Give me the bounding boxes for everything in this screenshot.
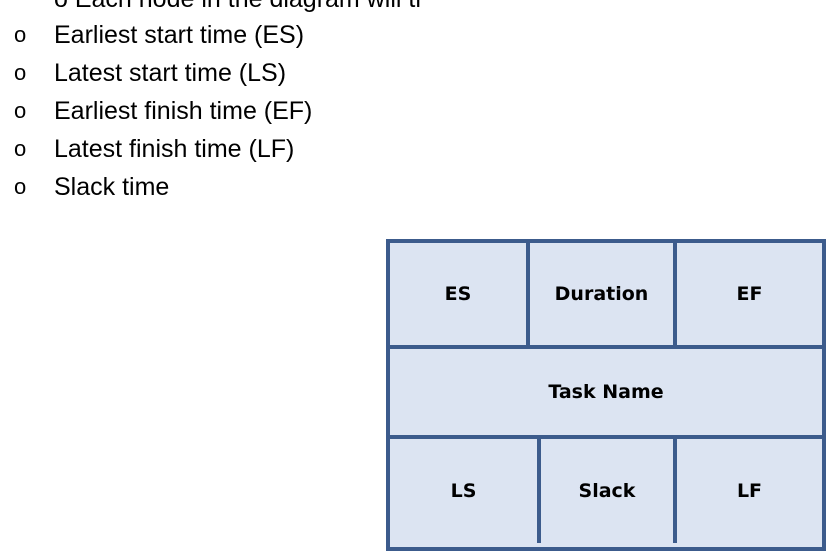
circle-bullet-icon: o	[14, 98, 27, 123]
node-cell-duration: Duration	[530, 243, 677, 345]
list-item: o Slack time	[14, 168, 312, 206]
list-item-text: Latest finish time (LF)	[54, 134, 295, 163]
list-item: o Earliest finish time (EF)	[14, 92, 312, 130]
heading-clip: o Each node in the diagram will then giv…	[0, 0, 420, 14]
list-item: o Earliest start time (ES)	[14, 16, 312, 54]
node-top-row: ES Duration EF	[390, 243, 822, 349]
list-item-text: Earliest start time (ES)	[54, 20, 305, 49]
node-cell-slack: Slack	[541, 439, 677, 543]
list-item: o Latest finish time (LF)	[14, 130, 312, 168]
node-bottom-row: LS Slack LF	[390, 439, 822, 543]
list-item: o Latest start time (LS)	[14, 54, 312, 92]
node-cell-es: ES	[390, 243, 530, 345]
list-item-text: Earliest finish time (EF)	[54, 96, 313, 125]
circle-bullet-icon: o	[14, 174, 27, 199]
circle-bullet-icon: o	[14, 136, 27, 161]
circle-bullet-icon: o	[14, 22, 27, 47]
list-item-text: Slack time	[54, 172, 170, 201]
activity-node-diagram: ES Duration EF Task Name LS Slack LF	[386, 239, 826, 551]
bullet-list: o Earliest start time (ES) o Latest star…	[14, 16, 312, 206]
node-cell-task-name: Task Name	[548, 381, 664, 403]
node-cell-ef: EF	[736, 283, 763, 305]
node-cell-lf: LF	[736, 480, 763, 502]
node-cell-ls: LS	[390, 439, 541, 543]
circle-bullet-icon: o	[14, 60, 27, 85]
list-item-text: Latest start time (LS)	[54, 58, 287, 87]
cropped-heading: o Each node in the diagram will then giv…	[54, 0, 420, 13]
node-middle-row: Task Name	[390, 349, 822, 439]
